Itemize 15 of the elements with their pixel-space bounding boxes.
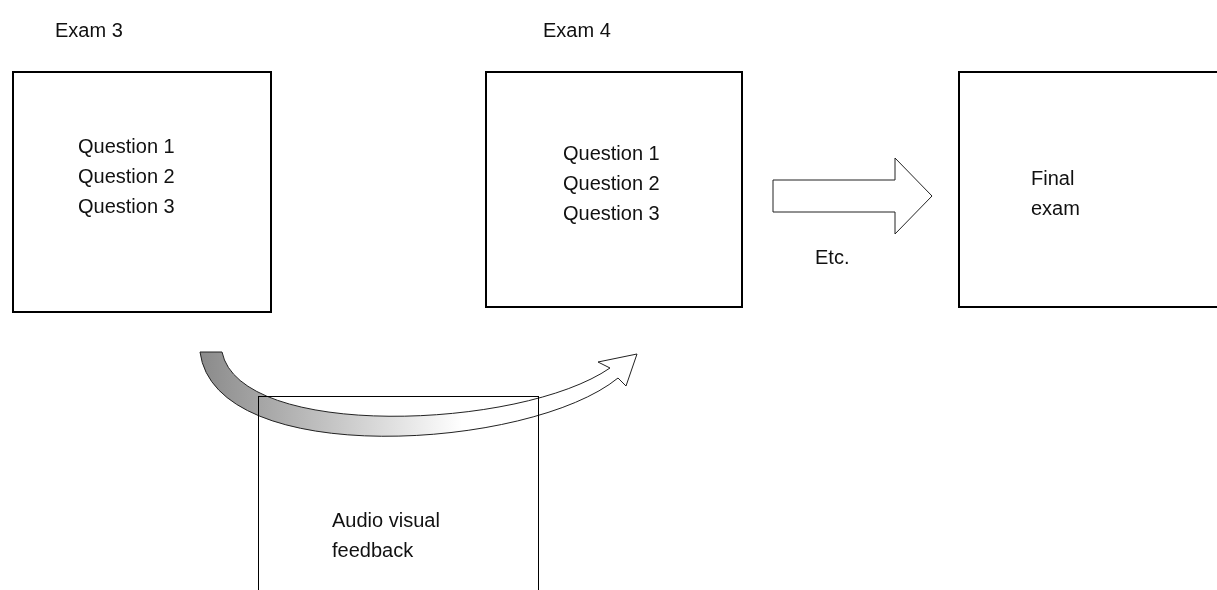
question-text: Question 3 [78,194,175,219]
box-label: Final exam [1031,166,1081,221]
box-label: Audio visual feedback [332,508,441,563]
question-text: Question 1 [78,134,175,159]
question-text: Question 1 [563,141,660,166]
feedback-box [258,396,539,590]
curved-block-arrow [199,351,638,437]
question-text: Question 2 [78,164,175,189]
question-text: Question 2 [563,171,660,196]
block-arrow [772,157,933,235]
exam-box [958,71,1217,308]
edge-label: Etc. [815,245,850,270]
question-text: Question 3 [563,201,660,226]
exam-heading: Exam 4 [543,18,611,43]
exam-heading: Exam 3 [55,18,123,43]
